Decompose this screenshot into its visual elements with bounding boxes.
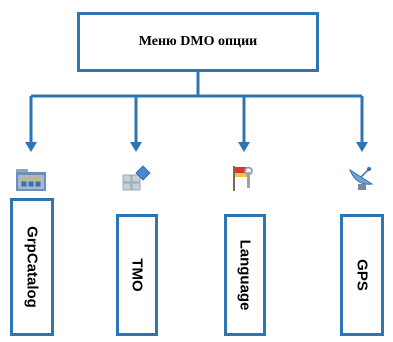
drop-arrow-language	[238, 96, 250, 152]
drop-arrow-tmo	[130, 96, 142, 152]
root-node: Меню DMO опции	[77, 12, 319, 72]
satellite-dish-icon	[349, 167, 374, 190]
drop-arrow-gps	[356, 96, 368, 152]
child-node-label: TMO	[128, 258, 146, 292]
child-node-tmo: TMO	[116, 214, 158, 336]
child-node-label: Language	[236, 239, 254, 311]
blocks-icon	[122, 165, 151, 191]
child-node-label: GPS	[353, 259, 371, 291]
drop-arrow-grpcatalog	[25, 96, 37, 152]
child-node-gps: GPS	[340, 214, 384, 336]
root-node-label: Меню DMO опции	[138, 34, 258, 49]
flag-wrench-icon	[233, 166, 253, 191]
child-node-language: Language	[224, 214, 266, 336]
child-node-label: GrpCatalog	[23, 226, 41, 308]
folder-group-icon	[16, 169, 46, 191]
child-node-grpcatalog: GrpCatalog	[10, 198, 54, 336]
